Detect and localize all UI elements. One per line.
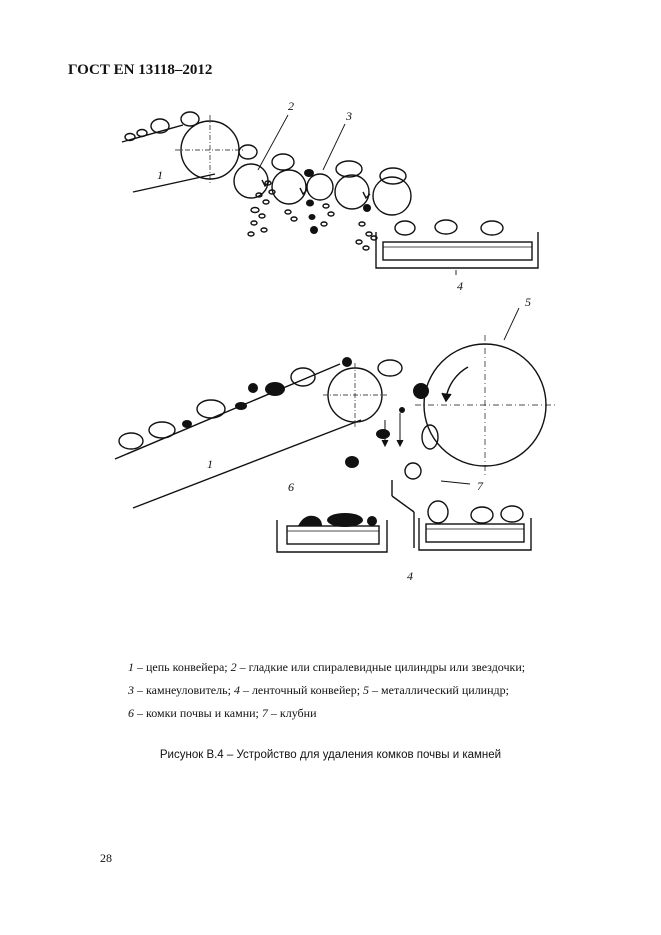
bottom-label-chain: 1 xyxy=(207,457,213,471)
bottom-right-belt xyxy=(404,462,532,551)
top-leader-lines xyxy=(257,114,457,275)
top-label-chain: 1 xyxy=(157,168,163,182)
top-conveyor-chain xyxy=(121,124,216,193)
figure-caption: Рисунок В.4 – Устройство для удаления ко… xyxy=(159,749,502,761)
page-number: 28 xyxy=(100,851,112,865)
document-header: ГОСТ EN 13118–2012 xyxy=(68,62,213,78)
bottom-roller xyxy=(323,363,387,427)
bottom-label-drum: 5 xyxy=(525,295,531,309)
bottom-leader-lines xyxy=(440,307,520,485)
bottom-clods xyxy=(182,357,429,468)
top-tubers-on-rollers xyxy=(238,144,407,185)
top-diagram xyxy=(121,111,539,275)
metal-drum xyxy=(415,335,555,475)
legend-line: 3 – камнеуловитель; 4 – ленточный конвей… xyxy=(128,683,509,697)
legend-line: 1 – цепь конвейера; 2 – гладкие или спир… xyxy=(128,660,526,674)
bottom-label-clods: 6 xyxy=(288,480,294,494)
top-falling-debris xyxy=(247,180,378,251)
bottom-left-belt xyxy=(276,513,388,553)
bottom-fall-arrows xyxy=(381,413,404,448)
top-label-stone-catcher: 3 xyxy=(345,109,352,123)
top-belt-conveyor xyxy=(375,219,539,269)
top-stones xyxy=(304,169,371,234)
top-tubers-on-chain xyxy=(124,111,200,142)
bottom-conveyor-chain xyxy=(114,363,362,509)
top-label-cylinders: 2 xyxy=(288,99,294,113)
bottom-label-belt: 4 xyxy=(407,569,413,583)
bottom-tubers-on-chain xyxy=(118,359,439,450)
bottom-label-tubers: 7 xyxy=(477,479,484,493)
figure-legend: 1 – цепь конвейера; 2 – гладкие или спир… xyxy=(128,656,608,725)
figure-drawing: 1 2 3 4 5 1 6 7 4 xyxy=(114,99,555,583)
top-label-belt: 4 xyxy=(457,279,463,293)
legend-line: 6 – комки почвы и камни; 7 – клубни xyxy=(128,706,317,720)
top-small-rollers xyxy=(233,163,412,216)
bottom-diagram xyxy=(114,307,555,553)
